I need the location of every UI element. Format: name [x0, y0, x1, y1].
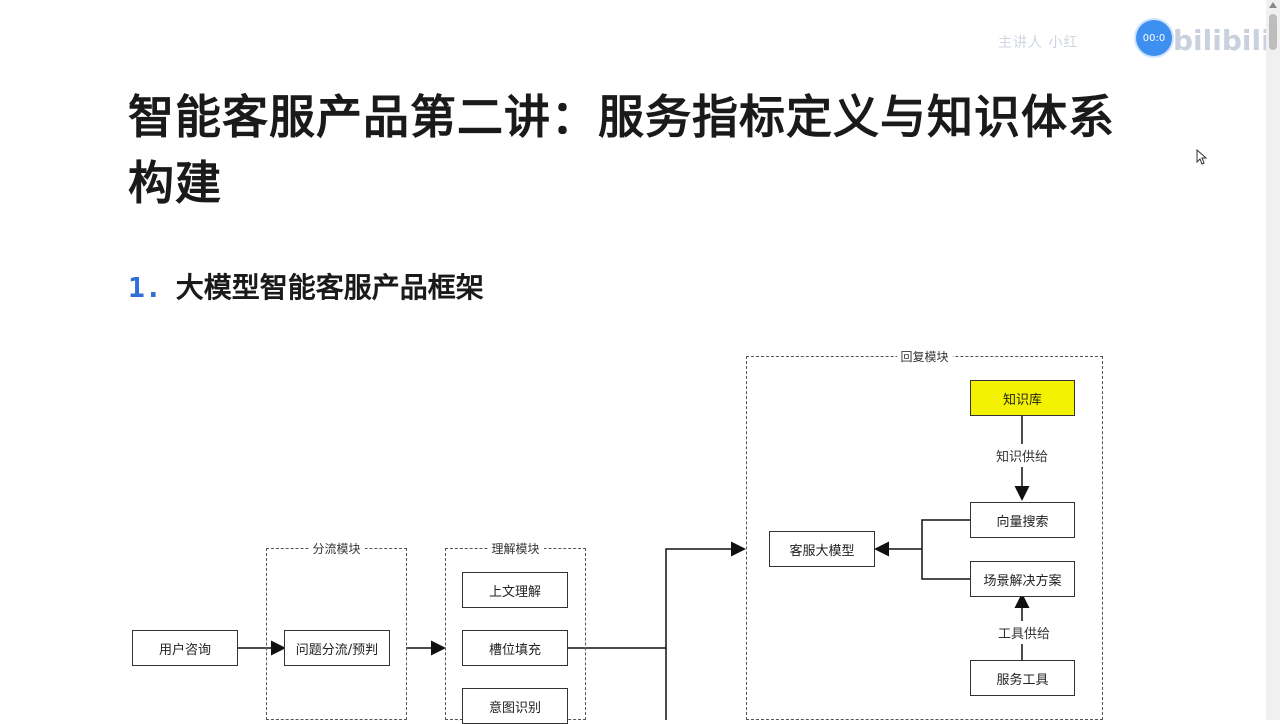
- user-query-node: 用户咨询: [132, 630, 238, 666]
- section-title: 大模型智能客服产品框架: [175, 271, 484, 304]
- edge-understanding-to-reply: [567, 541, 746, 649]
- recording-timer[interactable]: 00:0: [1136, 20, 1172, 56]
- page-title: 智能客服产品第二讲：服务指标定义与知识体系构建: [128, 90, 1115, 210]
- video-overlay: 主讲人 小红 00:0 bilibili: [968, 18, 1271, 66]
- watermark-text: 主讲人 小红: [998, 35, 1079, 51]
- edge-scenario-to-llm: [921, 549, 970, 580]
- section-heading: 1. 大模型智能客服产品框架: [128, 266, 484, 306]
- slot-filling-node: 槽位填充: [462, 630, 568, 666]
- cs-llm-node: 客服大模型: [769, 531, 875, 567]
- routing-module-label: 分流模块: [308, 540, 365, 557]
- mouse-cursor-icon: [1196, 149, 1208, 165]
- reply-module-label: 回复模块: [896, 348, 953, 365]
- knowledge-supply-label: 知识供给: [993, 444, 1052, 467]
- vector-search-node: 向量搜索: [970, 502, 1075, 538]
- scenario-solution-node: 场景解决方案: [970, 561, 1075, 597]
- context-understanding-node: 上文理解: [462, 572, 568, 608]
- vertical-scrollbar[interactable]: [1266, 0, 1280, 720]
- intent-recognition-node: 意图识别: [462, 688, 568, 724]
- service-tools-node: 服务工具: [970, 660, 1075, 696]
- knowledge-base-node: 知识库: [970, 380, 1075, 416]
- scrollbar-thumb[interactable]: [1269, 14, 1277, 50]
- understanding-module-label: 理解模块: [487, 540, 544, 557]
- bilibili-logo: bilibili: [1173, 24, 1271, 57]
- question-routing-node: 问题分流/预判: [284, 630, 390, 666]
- scroll-up-arrow-icon[interactable]: [1269, 2, 1277, 8]
- edge-vector-to-llm: [921, 519, 970, 549]
- tool-supply-label: 工具供给: [995, 621, 1054, 644]
- section-number: 1.: [128, 271, 162, 304]
